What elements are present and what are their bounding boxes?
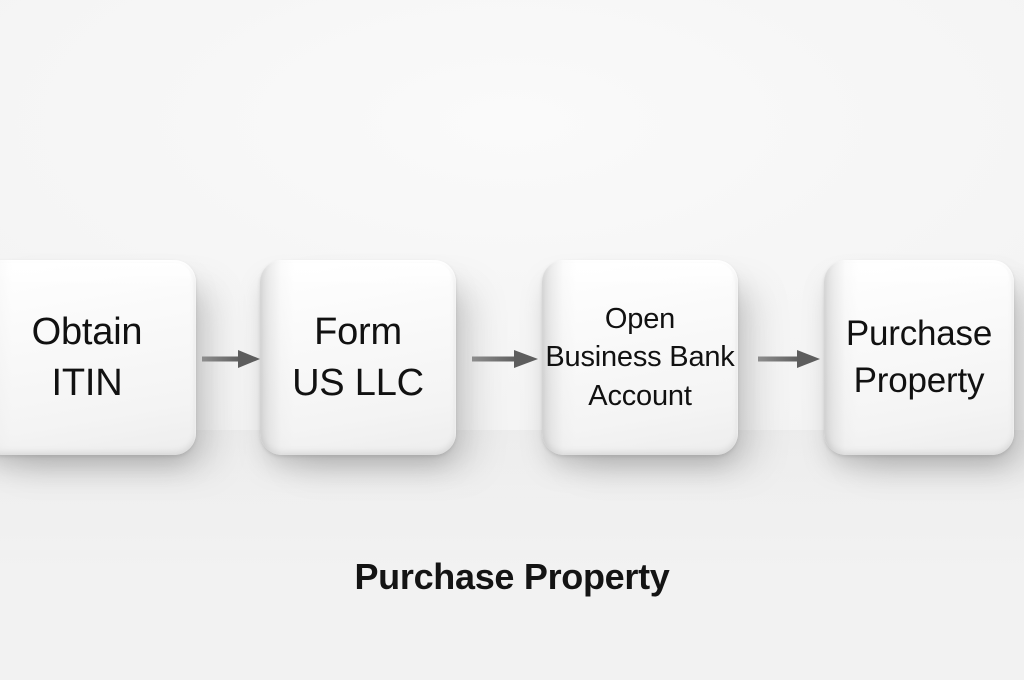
diagram-caption: Purchase Property — [354, 556, 670, 597]
node-label-open-business-bank-account: Open Business Bank Account — [545, 303, 735, 412]
node-purchase-property[interactable]: Purchase Property — [824, 260, 1014, 455]
node-obtain-itin[interactable]: Obtain ITIN — [0, 260, 196, 455]
node-open-business-bank-account[interactable]: Open Business Bank Account — [542, 260, 738, 455]
arrow-right-icon-2 — [472, 344, 538, 374]
node-label-form-us-llc: Form US LLC — [292, 311, 424, 404]
node-label-purchase-property: Purchase Property — [845, 314, 993, 400]
node-form-us-llc[interactable]: Form US LLC — [260, 260, 456, 455]
arrow-right-icon-3 — [758, 344, 820, 374]
arrow-right-icon-1 — [202, 344, 260, 374]
node-label-obtain-itin: Obtain ITIN — [31, 311, 143, 404]
